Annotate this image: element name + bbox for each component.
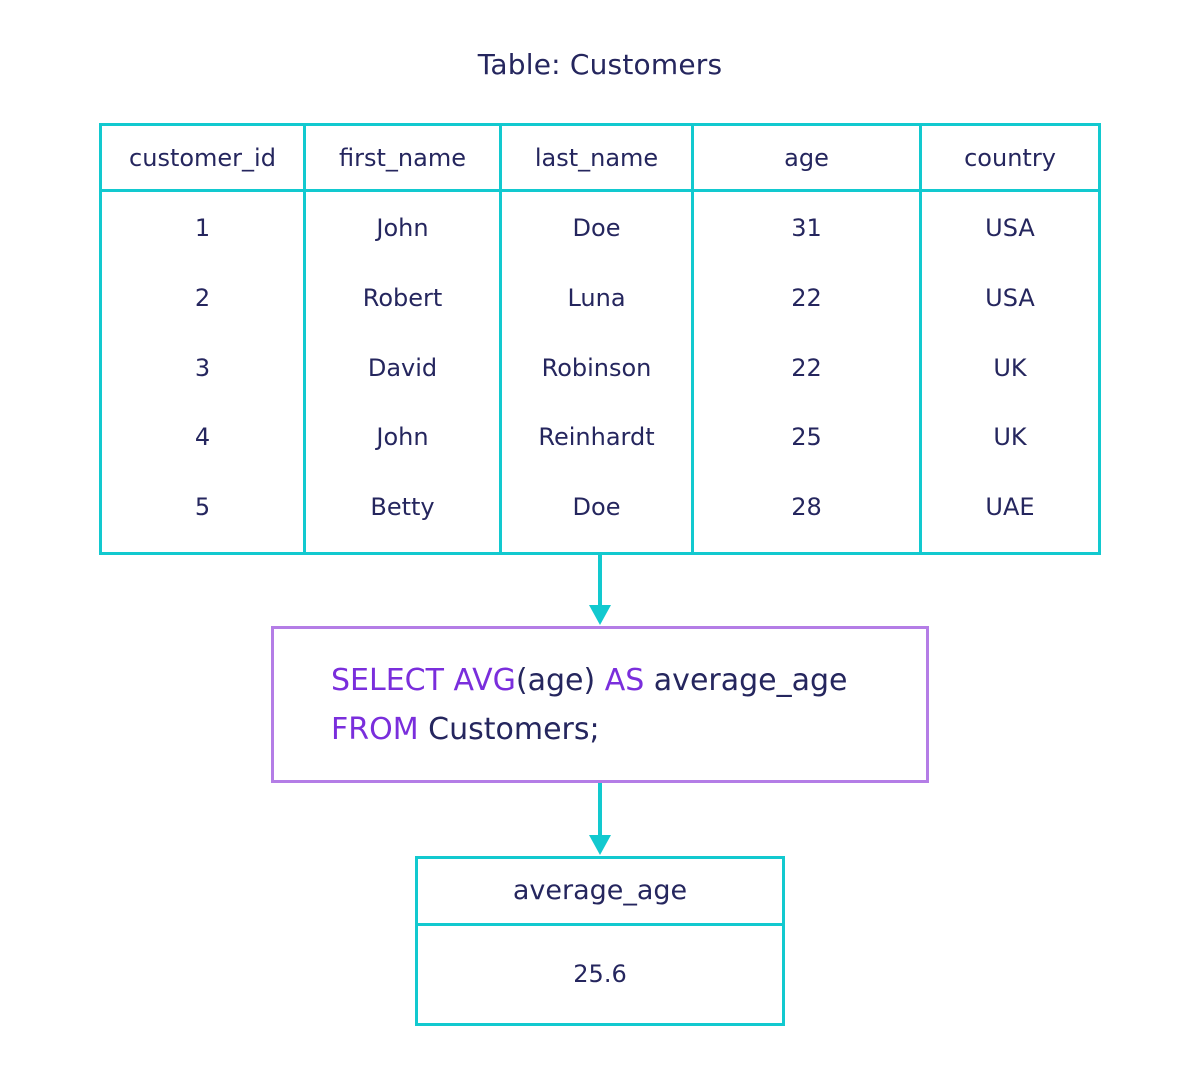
table-cell: David [367, 354, 438, 382]
table-cell: Luna [567, 284, 626, 312]
result-value: 25.6 [573, 960, 627, 988]
column-divider [919, 126, 922, 552]
sql-keyword-as: AS [604, 663, 645, 698]
sql-line-2: FROM Customers; [331, 712, 600, 748]
table-cell: UAE [985, 493, 1035, 521]
column-header-customer-id: customer_id [129, 144, 276, 172]
column-divider [499, 126, 502, 552]
result-table: average_age 25.6 [415, 856, 785, 1026]
table-cell: 5 [194, 493, 211, 521]
table-cell: Reinhardt [538, 423, 655, 451]
column-header-last-name: last_name [534, 144, 659, 172]
table-cell: 4 [194, 423, 211, 451]
sql-text: (age) [515, 663, 605, 698]
column-header-age: age [784, 144, 829, 172]
diagram-title: Table: Customers [477, 48, 723, 81]
column-header-country: country [964, 144, 1056, 172]
sql-query-box: SELECT AVG(age) AS average_age FROM Cust… [271, 626, 929, 783]
arrow-down-icon [589, 555, 611, 625]
table-cell: 2 [194, 284, 211, 312]
sql-keyword-from: FROM [331, 712, 419, 747]
column-divider [303, 126, 306, 552]
sql-line-1: SELECT AVG(age) AS average_age [331, 663, 848, 699]
table-cell: 28 [791, 493, 822, 521]
result-header: average_age [512, 875, 688, 906]
table-cell: USA [985, 214, 1035, 242]
table-cell: UK [993, 354, 1027, 382]
sql-keyword-select-avg: SELECT AVG [331, 663, 516, 698]
table-cell: John [376, 214, 429, 242]
table-cell: 31 [791, 214, 822, 242]
table-cell: Doe [572, 493, 621, 521]
table-cell: Robert [362, 284, 443, 312]
table-cell: UK [993, 423, 1027, 451]
sql-text: average_age [644, 663, 848, 698]
table-cell: John [376, 423, 429, 451]
column-divider [691, 126, 694, 552]
table-cell: 22 [791, 354, 822, 382]
table-cell: 3 [194, 354, 211, 382]
column-header-first-name: first_name [339, 144, 466, 172]
table-cell: 25 [791, 423, 822, 451]
customers-table: customer_id first_name last_name age cou… [99, 123, 1101, 555]
table-cell: 22 [791, 284, 822, 312]
table-cell: 1 [194, 214, 211, 242]
header-divider [418, 923, 782, 926]
sql-text: Customers; [418, 712, 600, 747]
header-divider [102, 189, 1098, 192]
arrow-down-icon [589, 783, 611, 855]
table-cell: USA [985, 284, 1035, 312]
table-cell: Doe [572, 214, 621, 242]
table-cell: Betty [370, 493, 435, 521]
table-cell: Robinson [541, 354, 652, 382]
